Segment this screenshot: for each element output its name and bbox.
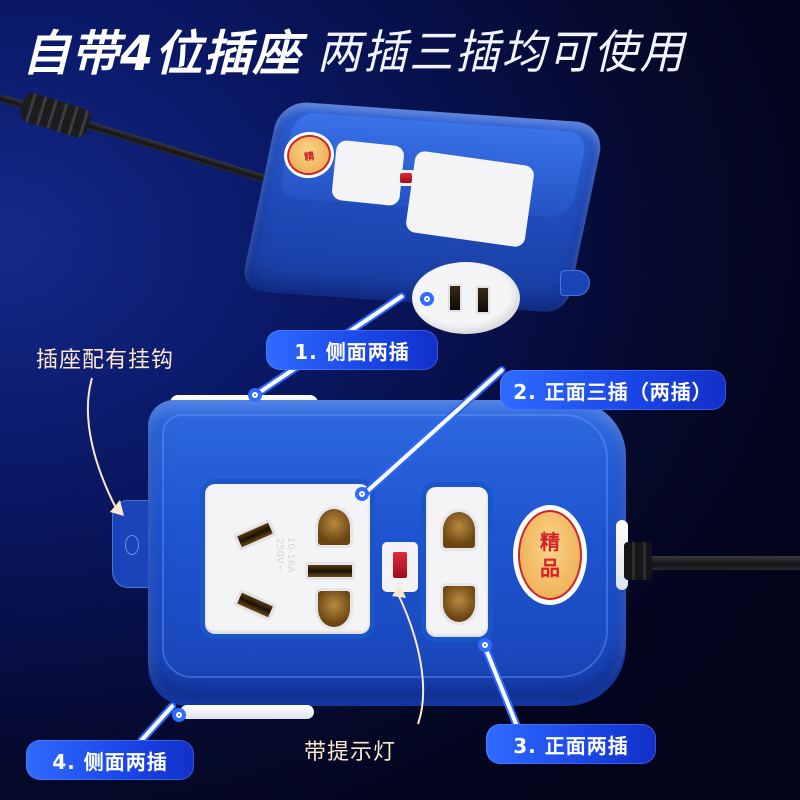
rating-current: 10-16A: [284, 537, 296, 573]
earth-slot-upper: [233, 518, 277, 552]
hook-hole: [125, 535, 139, 555]
callout-side-two-pin-4: 4. 侧面两插: [26, 740, 194, 780]
badge-char-1: 精: [540, 530, 560, 554]
note-indicator: 带提示灯: [304, 740, 397, 765]
round-slot-upper: [440, 509, 478, 551]
indicator-lamp-frame: [382, 542, 418, 592]
note-hook: 插座配有挂钩: [36, 348, 175, 373]
top-indicator-lamp: [400, 173, 412, 183]
pin: [476, 286, 490, 314]
top-three-pin-socket: [404, 150, 536, 248]
front-two-pin-socket: [426, 487, 488, 637]
hanging-hook-top-right: [560, 270, 590, 296]
callout-front-three-pin: 2. 正面三插（两插）: [500, 370, 726, 410]
headline-bold: 自带4位插座: [22, 26, 302, 82]
quality-badge: 精 品: [513, 505, 587, 605]
connector-dot-2: [355, 487, 369, 501]
badge-top-char-1: 精: [303, 150, 316, 164]
connector-dot-4: [172, 708, 186, 722]
front-three-pin-socket: 10-16A 250V~: [205, 484, 370, 634]
pin: [448, 284, 462, 312]
power-cable-right: [624, 556, 800, 570]
callout-side-two-pin-1: 1. 侧面两插: [266, 330, 438, 370]
connector-dot-3: [478, 638, 492, 652]
rating-voltage: 250V~: [273, 537, 285, 573]
badge-char-2: 品: [540, 556, 560, 580]
headline-light: 两插三插均可使用: [317, 25, 687, 79]
hook-arrow: [86, 377, 119, 513]
main-face-rim: [162, 414, 608, 678]
rating-label: 10-16A 250V~: [274, 537, 296, 573]
neutral-slot: [305, 562, 355, 580]
connector-dot-1a: [248, 388, 262, 402]
top-two-pin-socket: [331, 139, 405, 207]
cable-strain-relief: [624, 542, 652, 580]
connector-dot-1b: [420, 292, 434, 306]
ferrite-core: [17, 90, 94, 140]
earth-slot-lower: [233, 588, 277, 622]
callout-front-two-pin: 3. 正面两插: [486, 724, 656, 764]
round-slot-lower: [315, 588, 353, 630]
round-slot-upper: [315, 506, 353, 548]
connector-line-4: [138, 703, 175, 744]
indicator-lamp: [393, 552, 407, 578]
side-cap-bottom: [180, 705, 314, 719]
headline: 自带4位插座 两插三插均可使用: [22, 14, 701, 84]
round-slot-lower: [440, 583, 478, 625]
